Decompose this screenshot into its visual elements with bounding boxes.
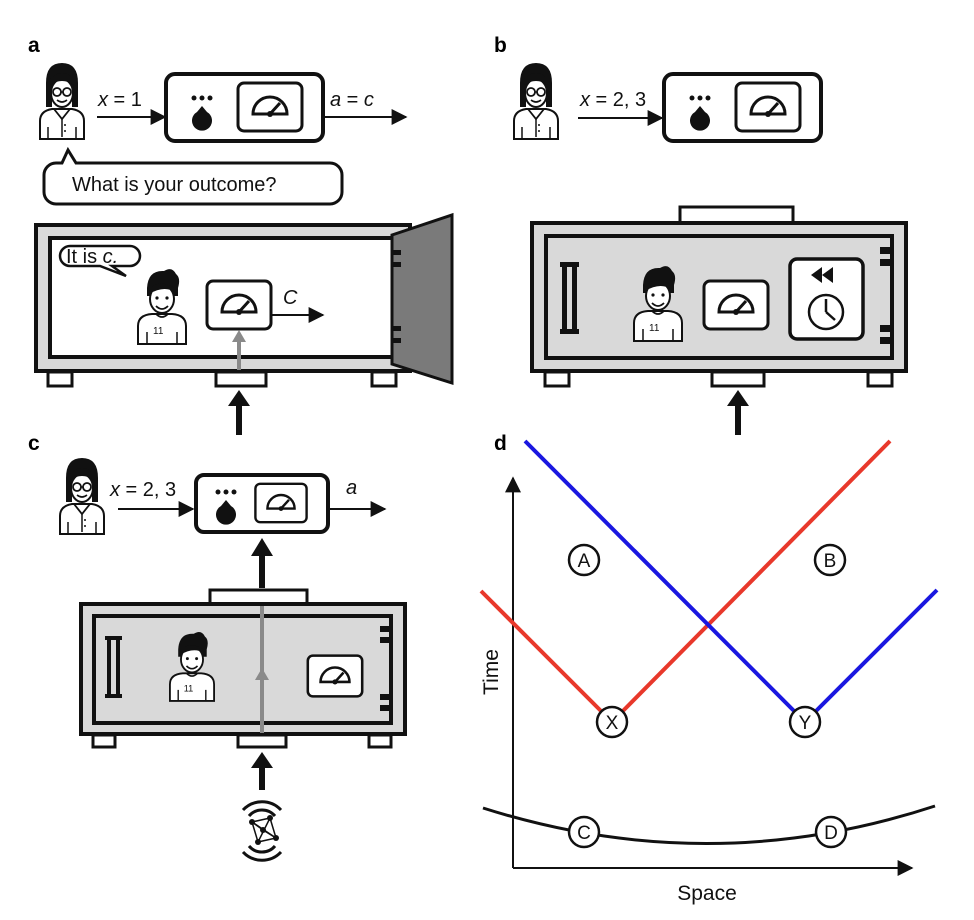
input-port-b xyxy=(710,370,766,388)
foot-left xyxy=(46,370,74,388)
panel-label-c: c xyxy=(28,432,40,455)
panel-c-output-label: a xyxy=(346,477,357,499)
panel-b-input-eq: = 2, 3 xyxy=(590,89,646,111)
meter-icon-b xyxy=(734,81,802,133)
panel-a-input-eq: = 1 xyxy=(108,89,142,111)
input-port-c xyxy=(236,733,288,749)
node-a-label: A xyxy=(578,551,591,572)
inner-meter-icon-b xyxy=(702,279,770,331)
node-y-label: Y xyxy=(799,713,812,734)
panel-b-input-var: x xyxy=(579,89,591,111)
red-line-left xyxy=(479,589,614,724)
panel-c-input-label: x = 2, 3 xyxy=(109,479,176,501)
node-y: Y xyxy=(788,705,822,739)
panel-c-input-var: x xyxy=(109,479,121,501)
panel-a: a x = 1 a = c What is your outcome? It i… xyxy=(28,34,454,435)
meter-icon xyxy=(236,81,304,133)
panel-a-input-label: x = 1 xyxy=(97,89,142,111)
panel-b: b x = 2, 3 xyxy=(494,34,908,435)
panel-a-output-eq: = xyxy=(341,89,364,111)
open-door xyxy=(390,212,454,386)
panel-b-input-label: x = 2, 3 xyxy=(579,89,646,111)
network-source-icon xyxy=(241,800,283,862)
x-axis-label: Space xyxy=(677,882,737,905)
panel-label-b: b xyxy=(494,34,507,57)
panel-label-a: a xyxy=(28,34,40,57)
red-line-right xyxy=(610,439,892,724)
curve-cd xyxy=(482,804,936,845)
meter-icon-c xyxy=(254,482,308,524)
node-c-label: C xyxy=(577,823,591,844)
question-text: What is your outcome? xyxy=(72,174,277,196)
panel-c-input-eq: = 2, 3 xyxy=(120,479,176,501)
reply-value: c. xyxy=(103,246,119,268)
rewind-icon xyxy=(811,267,822,283)
foot-right xyxy=(370,370,398,388)
panel-a-input-var: x xyxy=(97,89,109,111)
node-x-label: X xyxy=(606,713,619,734)
node-a: A xyxy=(567,543,601,577)
observer-woman-icon xyxy=(39,62,85,140)
observer-woman-icon-b xyxy=(513,62,559,140)
question-bubble xyxy=(42,146,344,206)
node-b-label: B xyxy=(824,551,837,572)
observer-woman-icon-c xyxy=(59,457,105,535)
node-x: X xyxy=(595,705,629,739)
inner-meter-icon-c xyxy=(306,654,364,698)
panel-c: c x = 2, 3 a xyxy=(28,432,407,862)
blue-line-left xyxy=(523,439,807,724)
node-b: B xyxy=(813,543,847,577)
node-d: D xyxy=(814,815,848,849)
inner-meter-icon xyxy=(205,279,273,331)
reply-text: It is c. xyxy=(66,246,118,268)
y-axis-label: Time xyxy=(480,649,503,695)
reply-bubble xyxy=(58,244,142,278)
panel-label-d: d xyxy=(494,432,507,455)
panel-a-output-label: a = c xyxy=(330,89,374,111)
panel-a-output-val: c xyxy=(364,89,374,111)
node-d-label: D xyxy=(824,823,838,844)
blue-line-right xyxy=(803,588,939,724)
reply-prefix: It is xyxy=(66,246,103,268)
inner-output-label: C xyxy=(283,287,298,309)
panel-d: d Space Time A B X Y C D xyxy=(479,432,939,905)
panel-a-output-var: a xyxy=(330,89,341,111)
input-port xyxy=(214,370,268,388)
node-c: C xyxy=(567,815,601,849)
